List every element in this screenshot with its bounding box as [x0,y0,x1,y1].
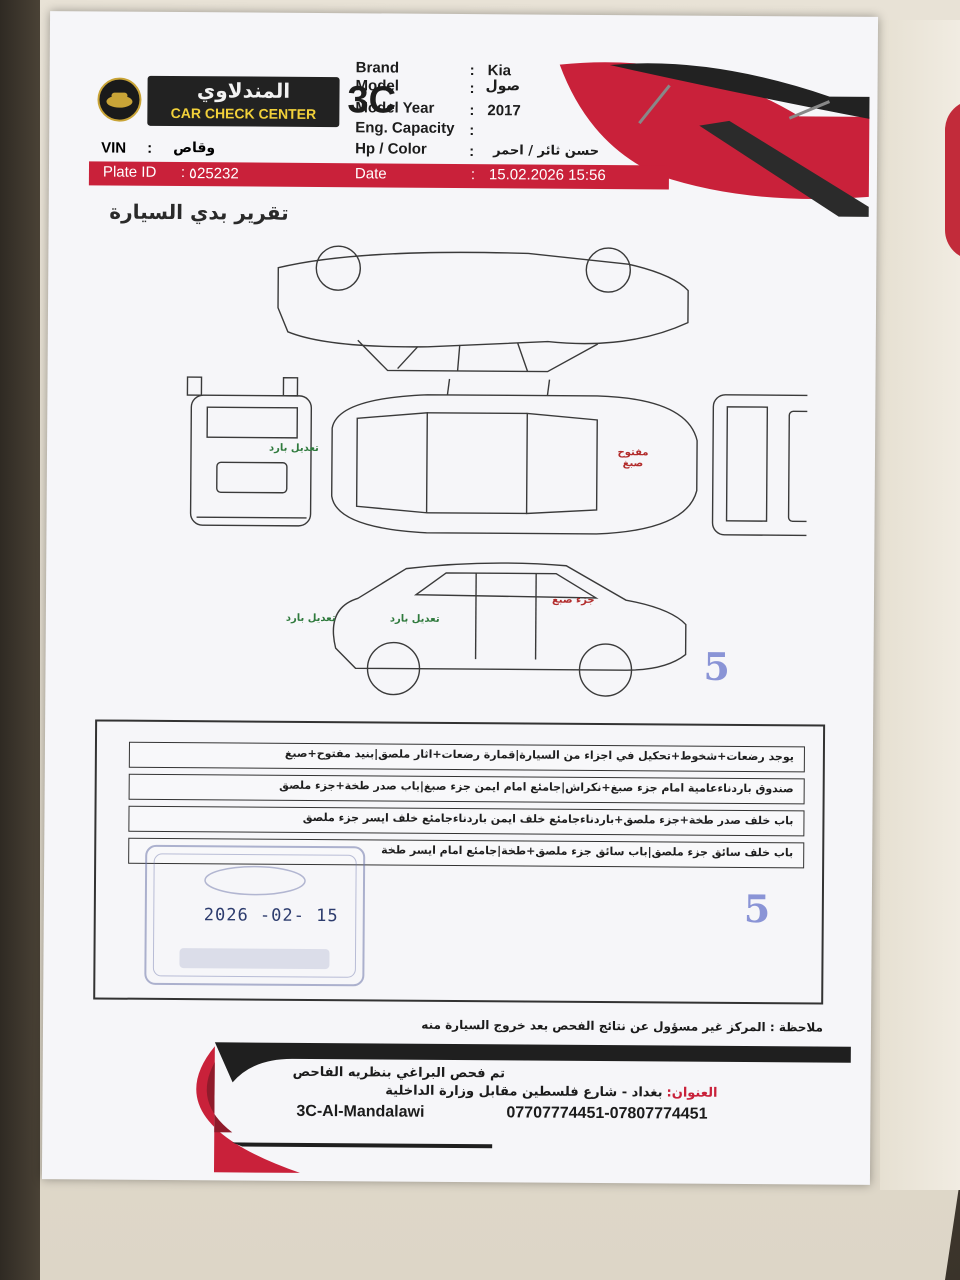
wiper-left-icon [638,84,671,125]
report-title: تقرير بدي السيارة [109,199,289,225]
wiper-right-icon [788,100,831,120]
engine-capacity-colon: : [469,122,475,140]
model-year-label: Model Year [355,99,435,117]
note-side-paint-part: جزء صبغ [551,594,595,606]
plate-id-colon: : [180,164,186,182]
header-swoosh-graphic [559,62,870,217]
footer-inspector-note: تم فحص البراغي بنظريه الفاحص [292,1064,506,1082]
hp-color-value: حسن ثائر / احمر [493,143,600,159]
brand-value: Kia [487,62,512,80]
plate-id-label: Plate ID [102,163,157,181]
footer-address: بغداد - شارع فلسطين مقابل وزارة الداخلية [385,1083,663,1101]
engine-capacity-label: Eng. Capacity [355,119,455,137]
note-row-3: باب خلف صدر طخة+جزء ملصق+باردناءجامئع خل… [128,805,805,837]
brand-label: Brand [355,59,400,77]
car-rear-view [711,394,809,537]
vin-label: VIN [101,139,127,157]
car-front-view [186,376,313,527]
logo-name-box: المندلاوي CAR CHECK CENTER [147,75,340,128]
note-side-middle-cold-repair: تعديل بارد [389,613,440,625]
plate-id-value: ٥25232 [188,165,239,183]
brand-colon: : [469,62,475,80]
stamp-number-five-bottom: 5 [743,885,771,932]
logo-english-name: CAR CHECK CENTER [170,104,317,122]
note-side-rear-cold-repair: تعديل بارد [285,612,336,625]
logo-arabic-name: المندلاوي [196,78,291,103]
date-colon: : [470,166,476,184]
model-year-value: 2017 [487,102,521,120]
hp-color-label: Hp / Color [355,140,427,158]
company-logo: المندلاوي CAR CHECK CENTER 3C [97,75,396,129]
footer-brand-handle: 3C-Al-Mandalawi [296,1102,425,1121]
footer-address-label: العنوان: [666,1085,718,1101]
model-colon: : [469,80,475,98]
footer-phone-numbers: 07707774451-07807774451 [506,1104,708,1123]
vin-value: وقاص [173,139,216,157]
note-row-1: يوجد رضعات+شخوط+تحكيل في اجزاء من السيار… [128,741,805,773]
official-stamp [144,844,366,987]
model-value: صول [485,78,521,95]
date-label: Date [354,165,387,183]
date-value: 15.02.2026 15:56 [488,166,606,185]
car-side-view-bottom [332,562,687,697]
car-side-view-top [277,245,689,373]
inspection-report-sheet: المندلاوي CAR CHECK CENTER 3C Brand : Ki… [41,11,879,1185]
vin-colon: : [147,139,153,157]
note-rear-open-paint: مفتوح صبغ [617,447,649,470]
table-edge [0,0,40,1280]
note-row-2: صندوق باردناءعامية امام جزء صبغ+نكراش|جا… [128,773,805,805]
car-body-diagram [186,245,809,697]
model-year-colon: : [469,102,475,120]
footer-swoosh-graphic [196,1042,851,1173]
plate-date-bar: Plate ID : ٥25232 Date : 15.02.2026 15:5… [88,161,670,190]
folder-red-accent [945,100,960,260]
hp-color-colon: : [469,143,475,161]
note-front-cold-repair: تعديل بارد [269,442,319,455]
car-top-view [331,378,698,535]
notes-box: يوجد رضعات+شخوط+تحكيل في اجزاء من السيار… [93,719,826,1005]
model-label: Model [355,77,399,95]
stamp-number-five-top: 5 [703,643,731,689]
logo-car-emblem-icon [97,77,142,122]
stamp-date: 2026 -02- 15 [203,905,339,927]
